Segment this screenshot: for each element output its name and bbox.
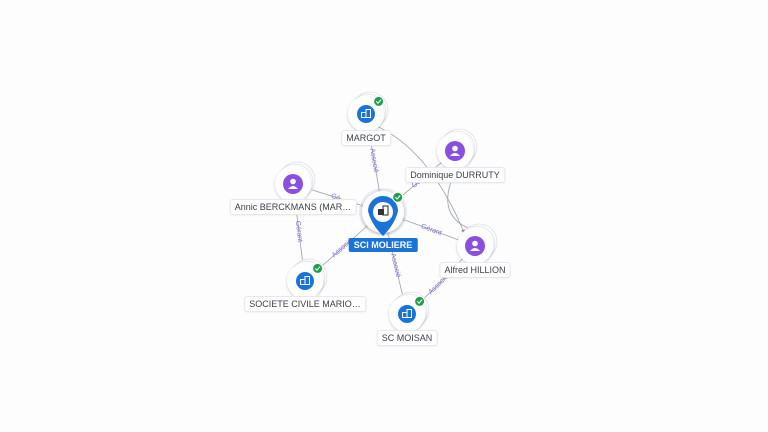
nodes-layer <box>275 91 498 332</box>
building-icon <box>398 305 416 323</box>
node-annic-berckmans[interactable] <box>275 161 316 202</box>
node-label[interactable]: MARGOT <box>342 131 390 145</box>
person-icon <box>283 174 303 194</box>
edge-label: Gérant <box>294 220 304 242</box>
edge-label: Gé <box>330 193 341 202</box>
verified-check-icon <box>373 95 385 107</box>
building-icon <box>357 105 375 123</box>
person-icon <box>445 141 465 161</box>
verified-check-icon <box>392 191 404 203</box>
node-label[interactable]: Alfred HILLION <box>440 263 510 277</box>
edge-alfred-hillion-to-sci-moliere <box>401 218 462 242</box>
edge-label: Associé <box>389 253 401 279</box>
verified-check-icon <box>312 262 324 274</box>
person-icon <box>465 236 485 256</box>
node-sci-moliere[interactable] <box>359 188 407 236</box>
node-dominique-durruty[interactable] <box>437 128 478 169</box>
edge-label: Associé <box>427 274 449 296</box>
node-label[interactable]: SC MOISAN <box>377 331 437 345</box>
building-icon <box>296 272 314 290</box>
node-label[interactable]: Annic BERCKMANS (MAR… <box>230 200 356 214</box>
verified-check-icon <box>414 295 426 307</box>
node-label[interactable]: SCI MOLIERE <box>348 238 418 252</box>
node-societe-civile-mario[interactable] <box>287 258 328 299</box>
node-label[interactable]: Dominique DURRUTY <box>406 168 504 182</box>
edge-label: Associé <box>368 148 379 173</box>
node-label[interactable]: SOCIETE CIVILE MARIO… <box>245 297 365 311</box>
node-sc-moisan[interactable] <box>389 291 430 332</box>
edge-societe-civile-mario-to-sci-moliere <box>315 224 369 272</box>
node-alfred-hillion[interactable] <box>457 223 498 264</box>
node-margot[interactable] <box>348 91 389 132</box>
edge-label: Gérant <box>420 223 443 237</box>
building-pin-icon <box>368 196 398 236</box>
